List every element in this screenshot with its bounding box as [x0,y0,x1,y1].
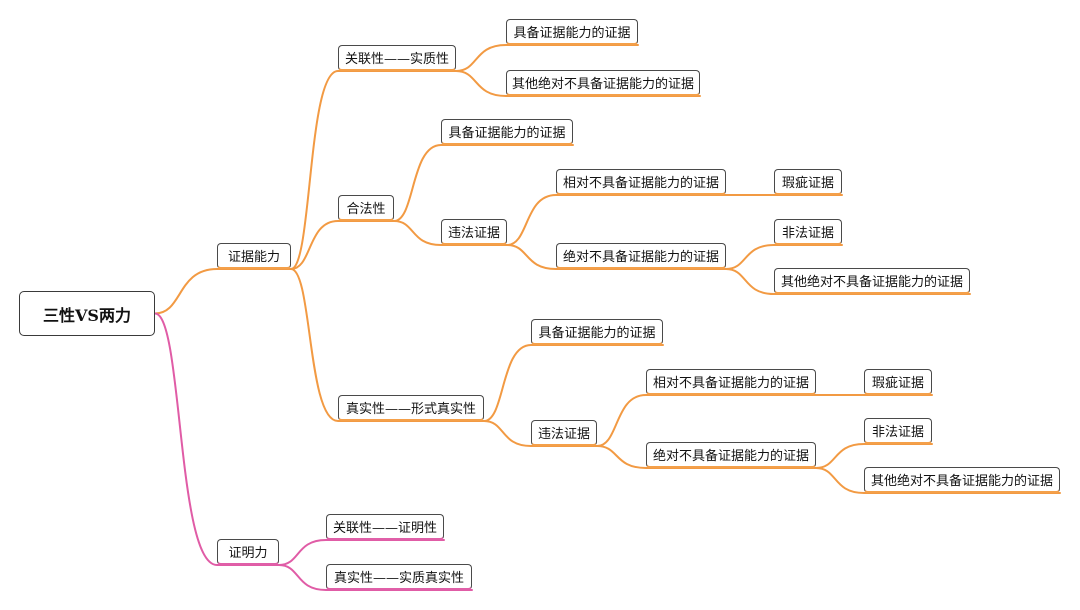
node-glx-qita[interactable]: 其他绝对不具备证据能力的证据 [506,70,700,96]
node-zhengju-nengli[interactable]: 证据能力 [217,243,291,269]
connector-zjnl-glx [290,70,457,270]
node-zhenshi-shizhi[interactable]: 真实性——实质真实性 [326,564,472,590]
node-zhenshi-xingshi[interactable]: 真实性——形式真实性 [338,395,484,421]
node-glx-jubei[interactable]: 具备证据能力的证据 [506,19,638,45]
root-node[interactable]: 三性VS两力 [19,291,155,336]
node-guanlian-zhengming[interactable]: 关联性——证明性 [326,514,444,540]
node-hfx-xiangdui[interactable]: 相对不具备证据能力的证据 [556,169,726,195]
connector-zjnl-hfx [290,220,395,270]
connector-zsx_jd-zsx_jd_a [815,443,933,469]
node-zsx-feifa[interactable]: 非法证据 [864,418,932,444]
node-hfx-weifa[interactable]: 违法证据 [441,219,507,245]
connector-zsx_jd-zsx_jd_b [815,467,1061,494]
node-hefa[interactable]: 合法性 [338,195,394,221]
node-hfx-jubei[interactable]: 具备证据能力的证据 [441,119,573,145]
node-zsx-xiaci[interactable]: 瑕疵证据 [864,369,932,395]
connector-hfx_wf-hfx_xd [506,194,727,246]
node-zsx-weifa[interactable]: 违法证据 [531,420,597,446]
connector-zsx_wf-zsx_xd [596,394,817,447]
connector-root-zjnl [154,268,292,315]
connector-zsx_wf-zsx_jd [596,445,817,469]
connector-root-zml [154,312,280,566]
node-hfx-xiaci[interactable]: 瑕疵证据 [774,169,842,195]
connector-hfx-hfx_a [393,144,574,222]
node-hfx-qita[interactable]: 其他绝对不具备证据能力的证据 [774,268,970,294]
connector-hfx_wf-hfx_jd [506,244,727,270]
connector-zml-zml_b [278,564,473,591]
node-hfx-feifa[interactable]: 非法证据 [774,219,842,245]
connector-hfx_jd-hfx_jd_b [725,268,971,295]
node-zsx-xiangdui[interactable]: 相对不具备证据能力的证据 [646,369,816,395]
connector-zml-zml_a [278,539,445,566]
connector-hfx-hfx_wf [393,220,508,246]
node-zhengming-li[interactable]: 证明力 [217,539,279,565]
node-guanlian-shizhi[interactable]: 关联性——实质性 [338,45,456,71]
node-hfx-juedui[interactable]: 绝对不具备证据能力的证据 [556,243,726,269]
node-zsx-qita[interactable]: 其他绝对不具备证据能力的证据 [864,467,1060,493]
connector-zjnl-zsx [290,268,485,422]
connector-glx-glx_a [455,44,639,72]
connector-zsx-zsx_a [483,344,664,422]
node-zsx-jubei[interactable]: 具备证据能力的证据 [531,319,663,345]
connector-zsx-zsx_wf [483,420,598,447]
connector-glx-glx_b [455,70,701,97]
node-zsx-juedui[interactable]: 绝对不具备证据能力的证据 [646,442,816,468]
connector-hfx_jd-hfx_jd_a [725,244,843,270]
